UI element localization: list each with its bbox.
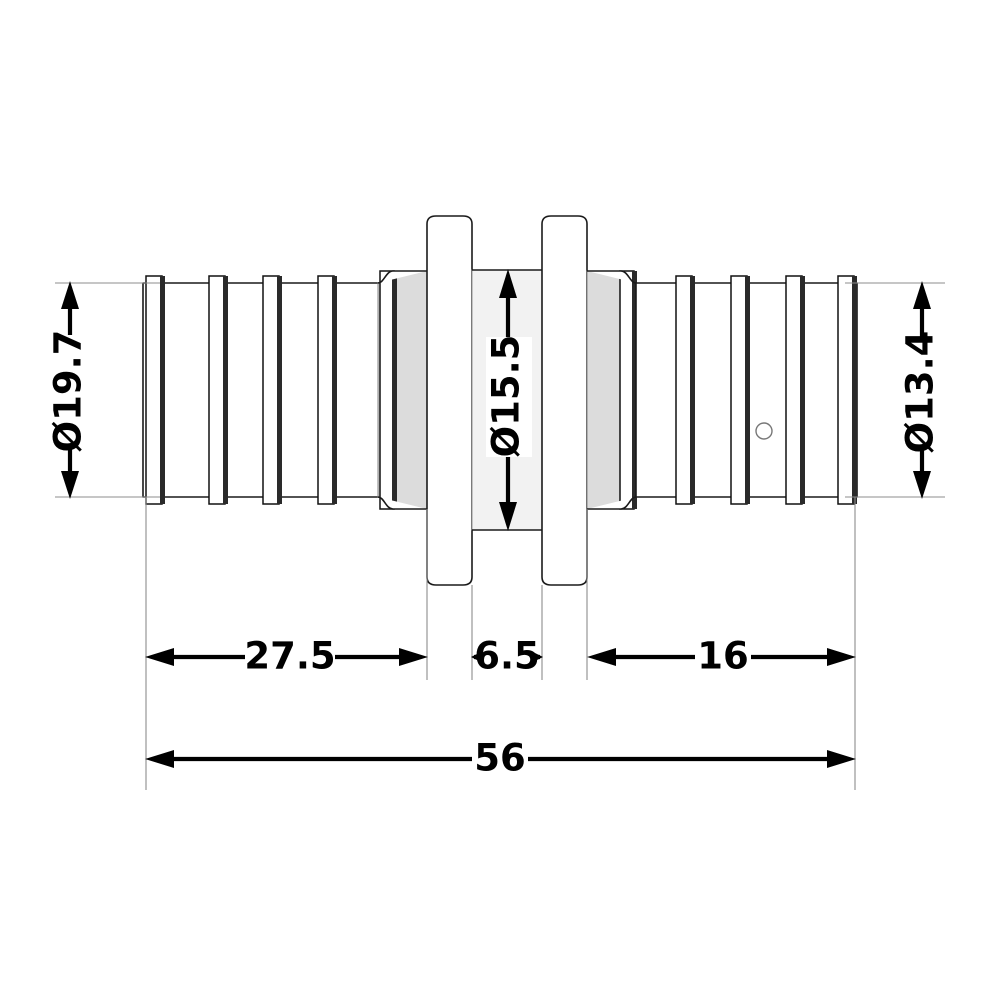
- dimension-overall-length: 56: [145, 735, 856, 783]
- left-flange-outline: [426, 215, 473, 586]
- dim-right-diameter-arrow-top: [913, 281, 931, 309]
- right-rib-3-shadow: [800, 276, 805, 504]
- dim-right-length-label: 16: [697, 635, 749, 678]
- right-rib-2: [730, 275, 748, 505]
- left-rib-2: [208, 275, 226, 505]
- dim-overall-length-arrow-right: [827, 750, 856, 768]
- dim-center-diameter-label: Ø15.5: [485, 335, 528, 458]
- dim-center-length-label: 6.5: [474, 635, 540, 678]
- dim-left-length-arrow-right: [399, 648, 428, 666]
- dimension-left-length: 27.5: [145, 633, 428, 681]
- left-shoulder: [377, 270, 428, 510]
- dim-left-diameter-arrow-bottom: [61, 471, 79, 499]
- right-rib-1: [675, 275, 693, 505]
- dim-center-diameter-text-bg: [486, 337, 532, 457]
- dim-left-diameter-arrow-top: [61, 281, 79, 309]
- dimension-right-length: 16: [587, 633, 856, 681]
- right-rib-4: [837, 275, 855, 505]
- dimension-center-length: 6.5: [471, 633, 543, 681]
- left-rib-4: [317, 275, 335, 505]
- dim-center-diameter-arrow-top: [499, 269, 517, 298]
- right-flange-outline: [541, 215, 588, 586]
- dim-left-length-arrow-left: [145, 648, 174, 666]
- dim-overall-length-text-bg: [472, 735, 528, 783]
- left-flange: [426, 215, 473, 586]
- right-rib-2-shadow: [745, 276, 750, 504]
- dim-center-length-text-bg: [481, 633, 533, 681]
- dim-left-length-text-bg: [245, 633, 335, 681]
- dimension-right-diameter: Ø13.4: [899, 281, 946, 499]
- right-shoulder-rib: [619, 270, 635, 510]
- dim-left-diameter-text-bg: [48, 335, 94, 447]
- right-shoulder-rib-shadow: [632, 271, 637, 509]
- dim-left-length-label: 27.5: [244, 635, 335, 678]
- right-rib-1-shadow: [690, 276, 695, 504]
- left-shoulder-rib: [379, 270, 395, 510]
- vent-hole-icon: [755, 422, 773, 440]
- dim-center-diameter-arrow-bottom: [499, 502, 517, 531]
- right-shoulder: [586, 270, 637, 510]
- left-rib-2-shadow: [223, 276, 228, 504]
- left-shoulder-top-edge: [377, 270, 427, 284]
- dim-right-length-arrow-right: [827, 648, 856, 666]
- dimension-center-diameter: Ø15.5: [485, 269, 532, 531]
- left-shoulder-bottom-edge: [377, 496, 427, 510]
- part-body-group: [142, 215, 858, 586]
- left-rib-4-shadow: [332, 276, 337, 504]
- dim-right-length-arrow-left: [587, 648, 616, 666]
- left-rib-1-shadow: [160, 276, 165, 504]
- extension-lines-group: [55, 282, 945, 790]
- dimension-left-diameter: Ø19.7: [47, 281, 94, 499]
- left-rib-3: [262, 275, 280, 505]
- dim-right-diameter-text-bg: [900, 337, 946, 447]
- left-barb-ribs: [145, 275, 337, 505]
- dim-right-diameter-label: Ø13.4: [899, 331, 942, 454]
- left-rib-3-shadow: [277, 276, 282, 504]
- right-rib-4-shadow: [852, 276, 857, 504]
- right-barb-ribs: [675, 275, 857, 505]
- right-shoulder-bottom-edge: [587, 496, 637, 510]
- dim-right-length-text-bg: [695, 633, 751, 681]
- dim-right-diameter-arrow-bottom: [913, 471, 931, 499]
- left-shoulder-rib-shadow: [392, 271, 397, 509]
- right-rib-3: [785, 275, 803, 505]
- dim-left-diameter-label: Ø19.7: [47, 330, 90, 453]
- dim-overall-length-arrow-left: [145, 750, 174, 768]
- right-shoulder-top-edge: [587, 270, 637, 284]
- left-rib-1: [145, 275, 163, 505]
- dim-overall-length-label: 56: [474, 737, 526, 780]
- right-flange: [541, 215, 588, 586]
